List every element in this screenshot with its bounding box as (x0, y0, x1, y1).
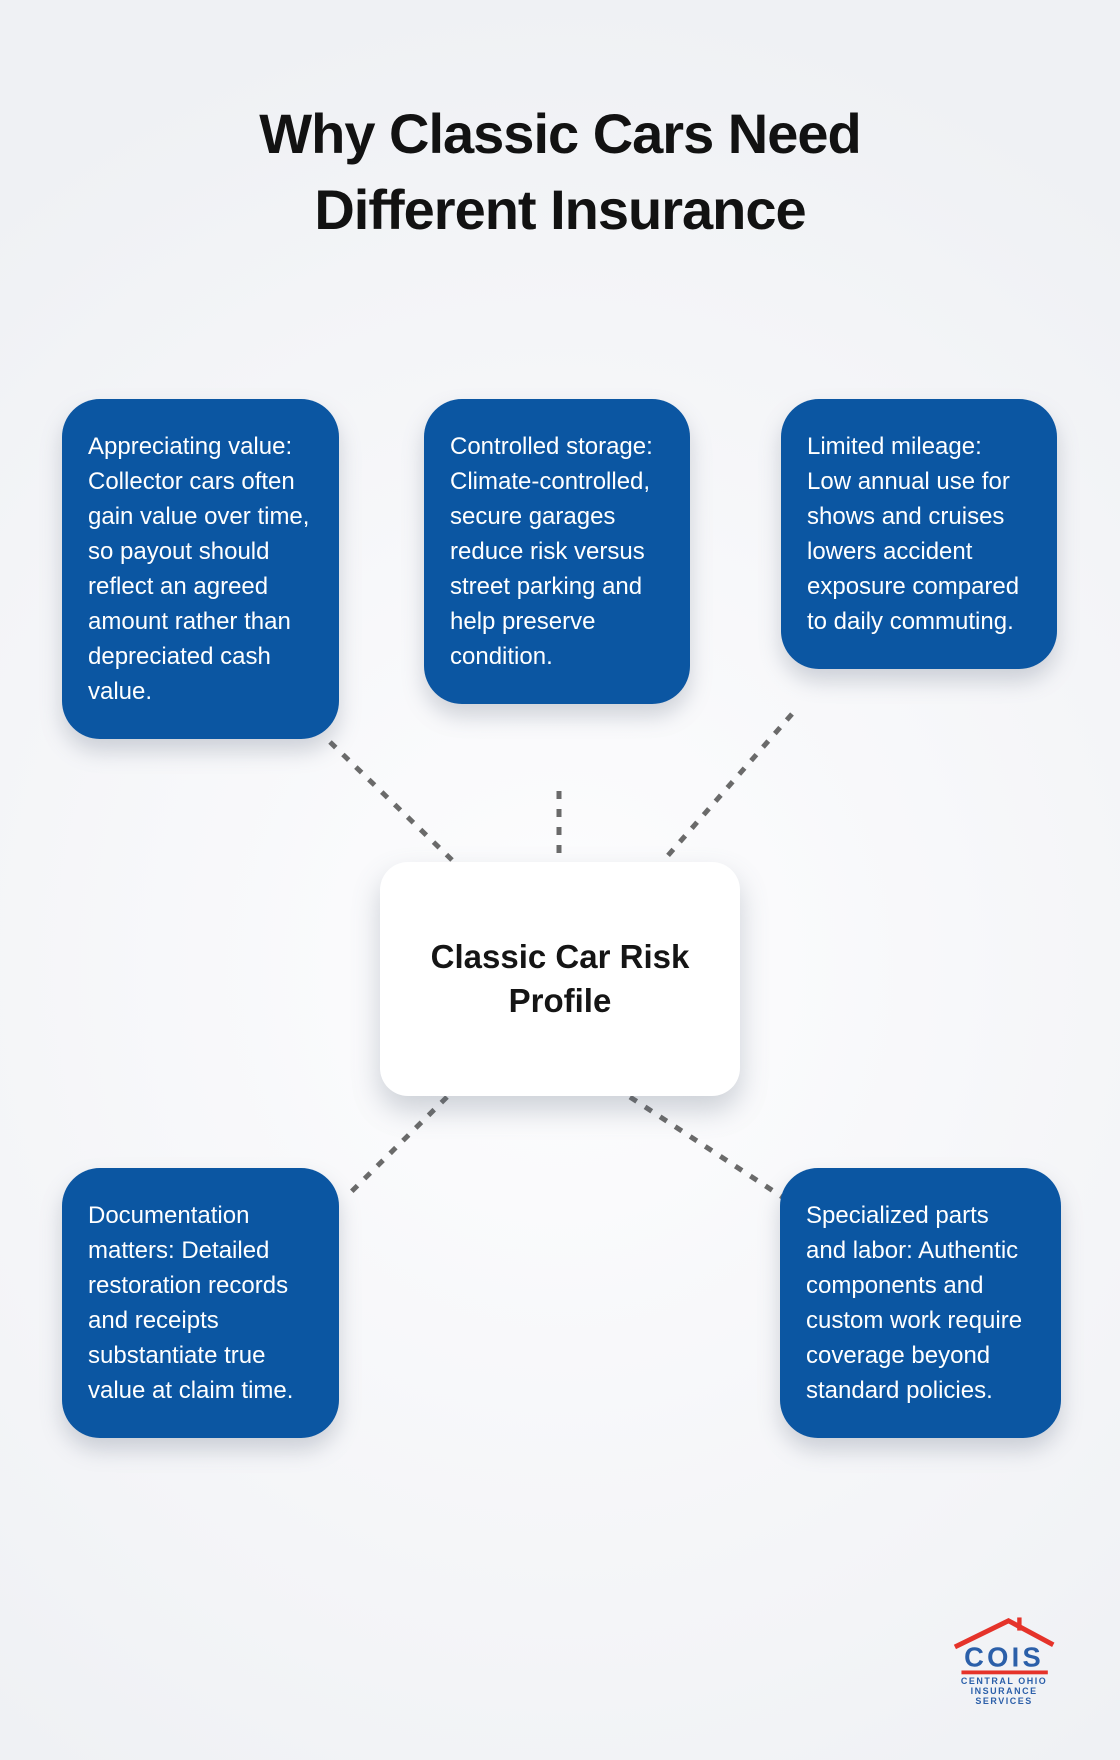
info-card-controlled-storage: Controlled storage: Climate-controlled, … (424, 399, 690, 704)
info-card-text: Appreciating value: Collector cars often… (88, 433, 310, 705)
center-node-risk-profile: Classic Car Risk Profile (380, 862, 740, 1096)
info-card-text: Controlled storage: Climate-controlled, … (450, 433, 653, 670)
info-card-appreciating-value: Appreciating value: Collector cars often… (62, 399, 339, 739)
logo-caption-line3: SERVICES (975, 1696, 1032, 1706)
center-node-label: Classic Car Risk Profile (430, 938, 690, 1019)
logo-roof-icon (953, 1617, 1055, 1650)
logo-acronym: COIS (964, 1642, 1044, 1673)
info-card-specialized-parts: Specialized parts and labor: Authentic c… (780, 1168, 1061, 1438)
company-logo: COIS CENTRAL OHIO INSURANCE SERVICES (953, 1617, 1055, 1706)
logo-underline (961, 1670, 1048, 1675)
logo-caption-line1: CENTRAL OHIO (961, 1676, 1047, 1686)
info-card-documentation: Documentation matters: Detailed restorat… (62, 1168, 339, 1438)
info-card-limited-mileage: Limited mileage: Low annual use for show… (781, 399, 1057, 669)
info-card-text: Specialized parts and labor: Authentic c… (806, 1202, 1023, 1404)
connector-bottom-left (343, 1095, 449, 1200)
logo-chimney-icon (1017, 1617, 1022, 1631)
info-card-text: Limited mileage: Low annual use for show… (807, 433, 1020, 635)
page-title: Why Classic Cars Need Different Insuranc… (259, 102, 861, 241)
info-card-text: Documentation matters: Detailed restorat… (88, 1202, 294, 1404)
connector-top-right (662, 712, 794, 862)
connector-top-left (328, 740, 454, 862)
connector-bottom-right (628, 1094, 792, 1205)
logo-caption-line2: INSURANCE (971, 1686, 1038, 1696)
